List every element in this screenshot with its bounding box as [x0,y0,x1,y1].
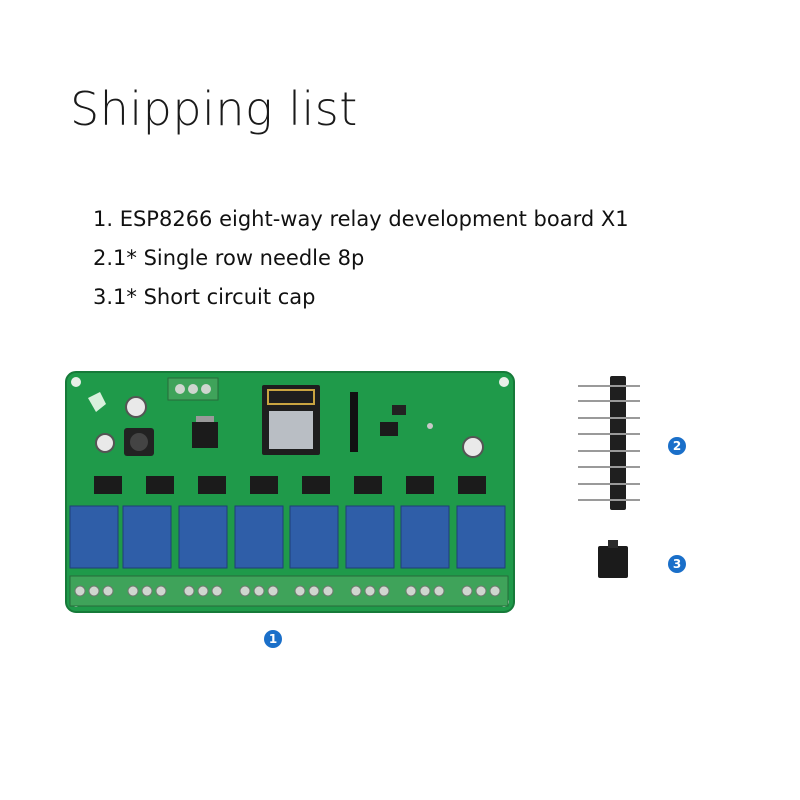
list-item: 3.1* Short circuit cap [93,285,316,309]
callout-badge: 3 [668,555,686,573]
shipping-list: 1. ESP8266 eight-way relay development b… [93,200,629,317]
screw-terminals [69,575,509,607]
list-item: 2.1* Single row needle 8p [93,246,365,270]
callout-badge: 1 [264,630,282,648]
jumper-cap [598,540,628,578]
list-item: 1. ESP8266 eight-way relay development b… [93,207,629,231]
pin-header [578,376,640,510]
page-title: Shipping list [70,82,358,136]
relay-board [65,371,515,613]
callout-badge: 2 [668,437,686,455]
relays [69,505,506,569]
